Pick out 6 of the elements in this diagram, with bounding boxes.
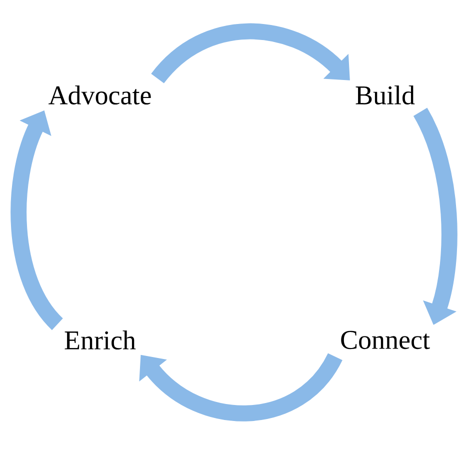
curved-arrow xyxy=(152,23,350,84)
cycle-label: Build xyxy=(356,86,415,104)
cycle-label: Advocate xyxy=(48,86,151,104)
cycle-label: Connect xyxy=(341,330,430,350)
curved-arrow xyxy=(139,352,342,422)
cycle-label: Enrich xyxy=(64,330,136,350)
